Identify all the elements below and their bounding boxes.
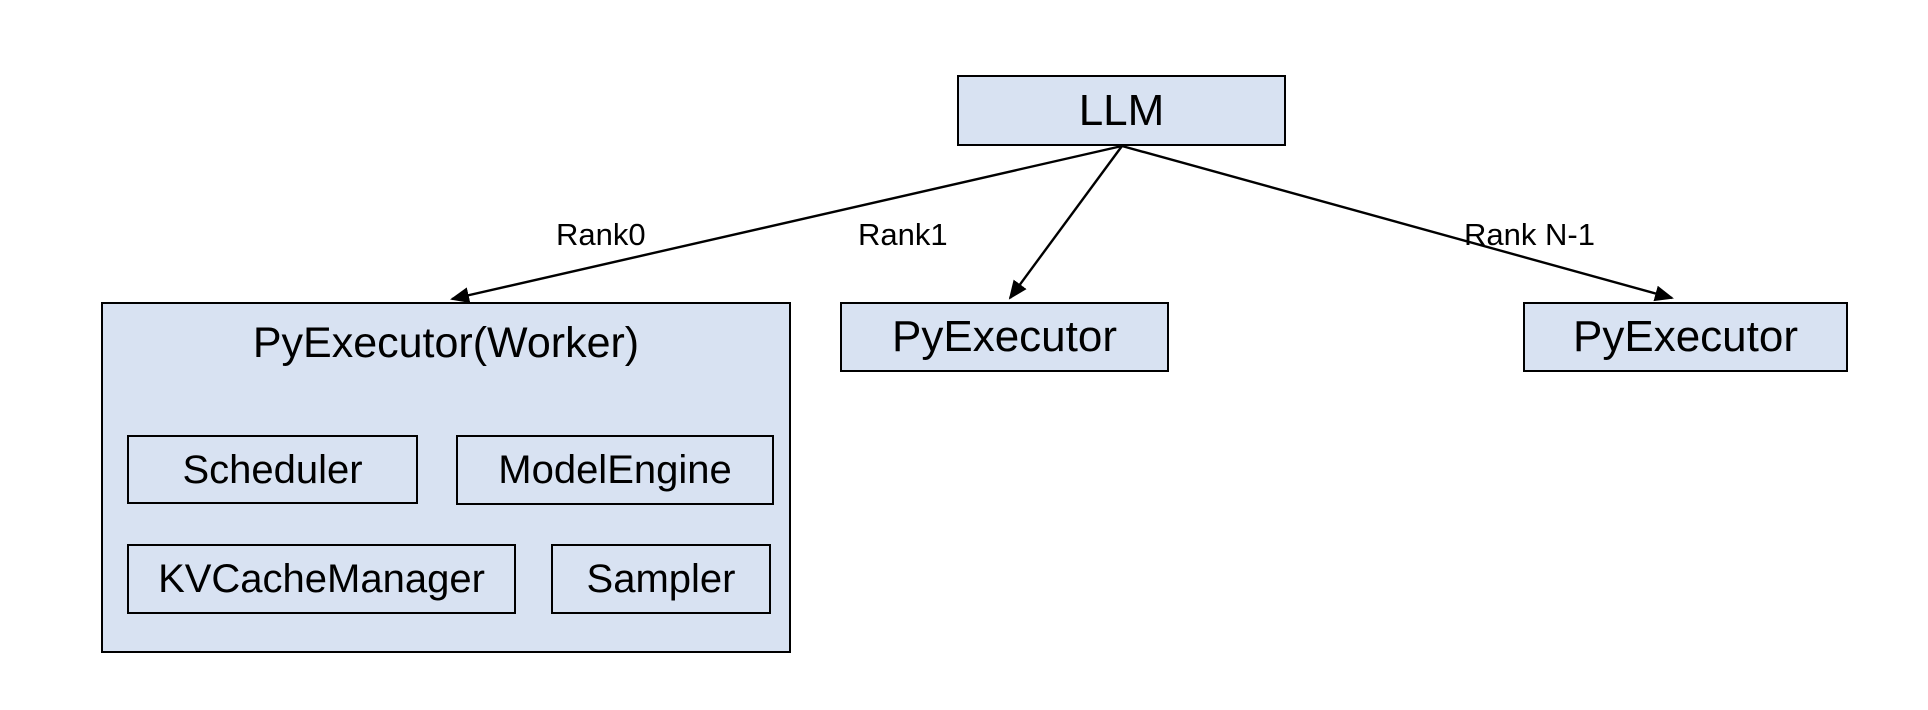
component-modelengine-label: ModelEngine [498, 448, 732, 492]
node-pyexecutor-rank-n-1: PyExecutor [1523, 302, 1848, 372]
node-pyexecutor-rank1-label: PyExecutor [892, 312, 1117, 361]
component-scheduler-label: Scheduler [182, 447, 363, 492]
node-llm: LLM [957, 75, 1286, 146]
node-pyexecutor-rank1: PyExecutor [840, 302, 1169, 372]
component-kvcachemanager: KVCacheManager [127, 544, 516, 614]
edge-rank0-arrow [450, 144, 1123, 304]
component-sampler: Sampler [551, 544, 771, 614]
component-kvcachemanager-label: KVCacheManager [158, 557, 485, 601]
node-llm-label: LLM [1078, 85, 1165, 135]
edge-rank1-arrow [1008, 145, 1123, 300]
node-pyexecutor-rank-n-1-label: PyExecutor [1573, 312, 1798, 361]
edge-label-rank0: Rank0 [556, 217, 646, 252]
node-pyexecutor-worker: PyExecutor(Worker) Scheduler ModelEngine… [101, 302, 791, 653]
edge-label-rank1: Rank1 [858, 217, 948, 252]
component-scheduler: Scheduler [127, 435, 418, 504]
edge-label-rank-n-1: Rank N-1 [1464, 217, 1595, 252]
component-sampler-label: Sampler [586, 557, 736, 601]
component-modelengine: ModelEngine [456, 435, 774, 505]
node-pyexecutor-worker-label: PyExecutor(Worker) [252, 319, 640, 367]
